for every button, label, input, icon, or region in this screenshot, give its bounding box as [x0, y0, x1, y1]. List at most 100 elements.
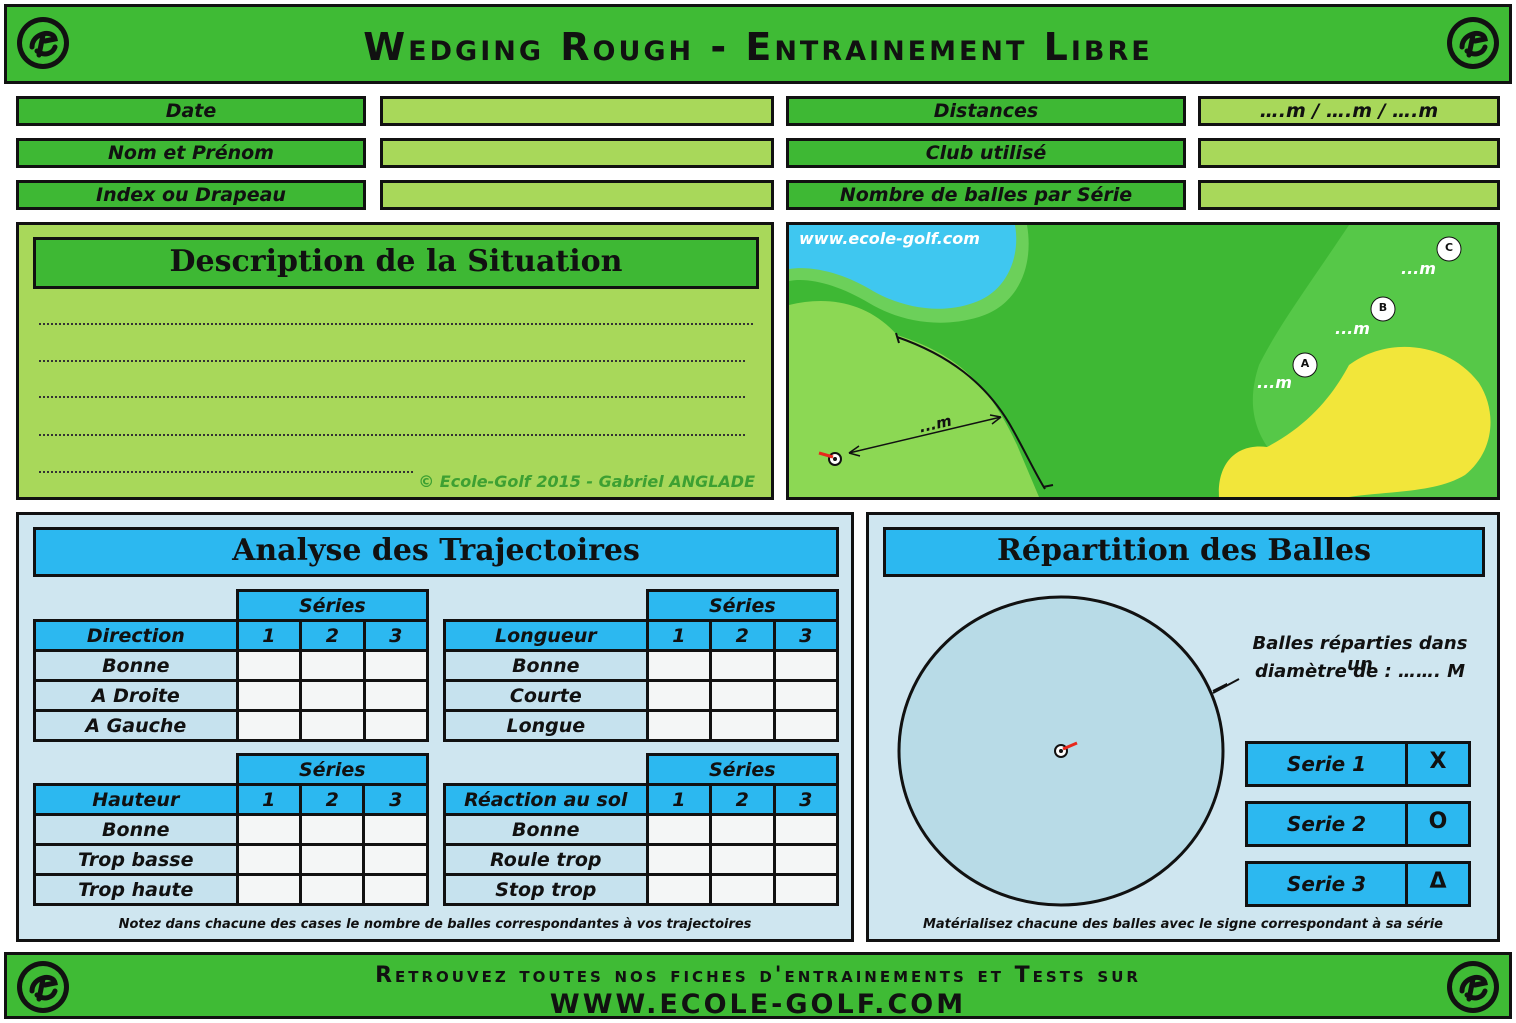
series-number: 3 [772, 619, 840, 652]
description-line[interactable] [39, 471, 413, 473]
table-row-label: Bonne [443, 649, 649, 682]
count-cell[interactable] [709, 709, 776, 742]
description-line[interactable] [39, 434, 745, 436]
table-row-label: Bonne [33, 649, 239, 682]
index-label: Index ou Drapeau [16, 180, 366, 210]
description-line[interactable] [39, 360, 745, 362]
series-header: Séries [235, 753, 430, 786]
diameter-value: diamètre de : ……. M [1255, 661, 1465, 682]
balls-per-series-field[interactable] [1198, 180, 1500, 210]
header-band: Wedging Rough - Entrainement Libre [4, 4, 1512, 84]
series-number: 2 [299, 783, 366, 816]
circle-pointer [1212, 678, 1240, 694]
count-cell[interactable] [235, 709, 303, 742]
count-cell[interactable] [645, 679, 713, 712]
count-cell[interactable] [362, 813, 429, 846]
target-b-distance: ...m [1335, 319, 1370, 338]
count-cell[interactable] [299, 709, 366, 742]
count-cell[interactable] [235, 813, 303, 846]
table-row-label: Bonne [33, 813, 239, 846]
serie-3-legend: Serie 3 Δ [1245, 861, 1471, 907]
table-row-label: A Droite [33, 679, 239, 712]
name-field[interactable] [380, 138, 774, 168]
series-number: 2 [709, 783, 776, 816]
distances-label: Distances [786, 96, 1186, 126]
count-cell[interactable] [235, 649, 303, 682]
count-cell[interactable] [362, 843, 429, 876]
count-cell[interactable] [709, 649, 776, 682]
count-cell[interactable] [772, 679, 840, 712]
serie-label: Serie 3 [1248, 864, 1408, 904]
course-map: www.ecole-golf.com ...m A B C ...m ...m … [786, 222, 1500, 500]
series-number: 3 [362, 619, 430, 652]
count-cell[interactable] [772, 813, 840, 846]
count-cell[interactable] [362, 873, 429, 906]
count-cell[interactable] [709, 873, 776, 906]
count-cell[interactable] [235, 843, 303, 876]
count-cell[interactable] [709, 813, 776, 846]
hauteur-table: Séries Hauteur 1 2 3 Bonne Trop basse Tr… [33, 753, 430, 906]
series-header: Séries [645, 589, 840, 622]
serie-label: Serie 2 [1248, 804, 1408, 844]
date-label: Date [16, 96, 366, 126]
cross-icon: X [1429, 749, 1447, 774]
ecole-golf-logo-icon [17, 17, 69, 69]
index-field[interactable] [380, 180, 774, 210]
target-c-letter: C [1444, 241, 1454, 254]
count-cell[interactable] [299, 649, 366, 682]
count-cell[interactable] [235, 679, 303, 712]
count-cell[interactable] [299, 679, 366, 712]
table-row-label: Longue [443, 709, 649, 742]
count-cell[interactable] [235, 873, 303, 906]
analysis-title: Analyse des Trajectoires [33, 527, 839, 577]
series-header: Séries [235, 589, 430, 622]
club-field[interactable] [1198, 138, 1500, 168]
target-circle[interactable] [895, 593, 1227, 913]
count-cell[interactable] [299, 843, 366, 876]
map-watermark: www.ecole-golf.com [799, 229, 980, 248]
count-cell[interactable] [362, 709, 430, 742]
balls-per-series-label: Nombre de balles par Série [786, 180, 1186, 210]
copyright-text: © Ecole-Golf 2015 - Gabriel ANGLADE [418, 472, 755, 491]
footer-text: Retrouvez toutes nos fiches d'entraineme… [375, 963, 1141, 988]
date-field[interactable] [380, 96, 774, 126]
count-cell[interactable] [362, 679, 430, 712]
course-map-drawing [789, 225, 1497, 497]
count-cell[interactable] [772, 649, 840, 682]
ecole-golf-logo-icon [17, 961, 69, 1013]
repartition-panel: Répartition des Balles Balles réparties … [866, 512, 1500, 942]
count-cell[interactable] [299, 873, 366, 906]
series-number: 3 [362, 783, 429, 816]
description-line[interactable] [39, 323, 753, 325]
count-cell[interactable] [645, 649, 713, 682]
serie-1-legend: Serie 1 X [1245, 741, 1471, 787]
count-cell[interactable] [645, 709, 713, 742]
count-cell[interactable] [772, 873, 840, 906]
ecole-golf-logo-icon [1447, 17, 1499, 69]
count-cell[interactable] [645, 873, 713, 906]
count-cell[interactable] [645, 843, 713, 876]
longueur-table: Séries Longueur 1 2 3 Bonne Courte Longu… [443, 589, 840, 742]
description-title: Description de la Situation [33, 237, 759, 289]
direction-table: Séries Direction 1 2 3 Bonne A Droite A … [33, 589, 430, 742]
series-header: Séries [645, 753, 840, 786]
description-line[interactable] [39, 396, 745, 398]
series-number: 1 [645, 783, 713, 816]
name-label: Nom et Prénom [16, 138, 366, 168]
distances-field[interactable]: ….m / ….m / ….m [1198, 96, 1500, 126]
footer-website-link[interactable]: WWW.ECOLE-GOLF.COM [549, 989, 967, 1020]
diameter-text: Balles réparties dans un [1252, 633, 1468, 675]
count-cell[interactable] [772, 709, 840, 742]
count-cell[interactable] [772, 843, 840, 876]
count-cell[interactable] [709, 843, 776, 876]
count-cell[interactable] [299, 813, 366, 846]
count-cell[interactable] [362, 649, 430, 682]
count-cell[interactable] [709, 679, 776, 712]
table-header: Longueur [443, 619, 649, 652]
table-row-label: Stop trop [443, 873, 649, 906]
target-c-distance: ...m [1401, 259, 1436, 278]
table-row-label: Trop basse [33, 843, 239, 876]
count-cell[interactable] [645, 813, 713, 846]
target-a-distance: ...m [1257, 373, 1292, 392]
ecole-golf-logo-icon [1447, 961, 1499, 1013]
